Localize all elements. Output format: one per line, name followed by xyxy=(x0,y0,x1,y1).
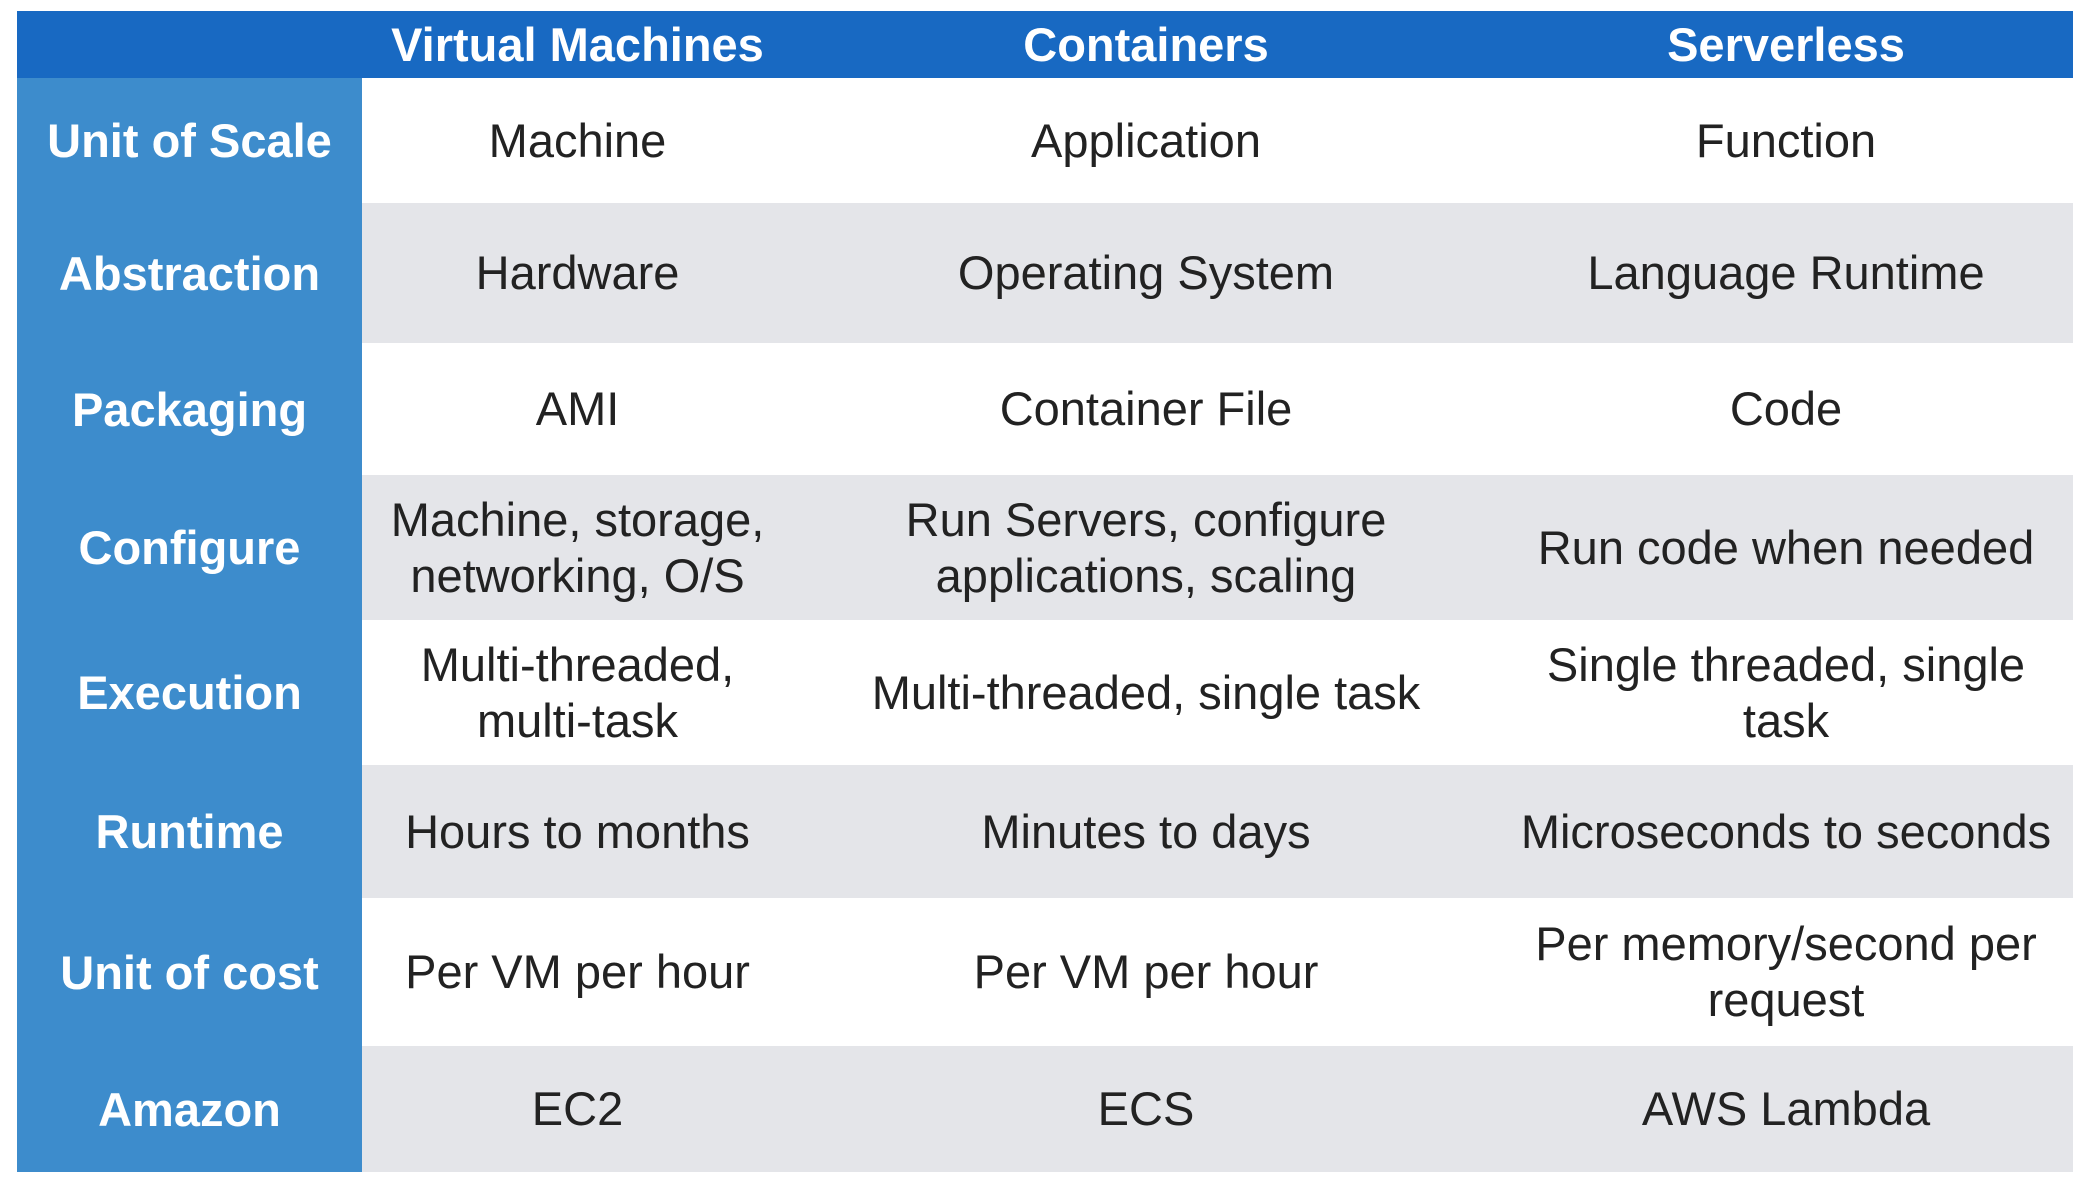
table-cell: Run Servers, configure applications, sca… xyxy=(793,475,1499,620)
table-cell: Machine, storage, networking, O/S xyxy=(362,475,793,620)
table-cell: Hours to months xyxy=(362,765,793,898)
row-label-runtime: Runtime xyxy=(17,765,362,898)
table-cell: Container File xyxy=(793,343,1499,475)
table-cell: Application xyxy=(793,78,1499,203)
table-cell: Language Runtime xyxy=(1499,203,2073,343)
table-cell: Per VM per hour xyxy=(793,898,1499,1046)
table-cell: Microseconds to seconds xyxy=(1499,765,2073,898)
table-cell: Minutes to days xyxy=(793,765,1499,898)
table-cell: AMI xyxy=(362,343,793,475)
table-cell: Multi-threaded, multi-task xyxy=(362,620,793,765)
table-cell: Run code when needed xyxy=(1499,475,2073,620)
table-cell: EC2 xyxy=(362,1046,793,1172)
comparison-table: Virtual Machines Containers Serverless U… xyxy=(17,11,2073,1172)
column-header-virtual-machines: Virtual Machines xyxy=(362,11,793,78)
row-label-abstraction: Abstraction xyxy=(17,203,362,343)
table-cell: Hardware xyxy=(362,203,793,343)
table-cell: Function xyxy=(1499,78,2073,203)
row-label-execution: Execution xyxy=(17,620,362,765)
table-cell: Per VM per hour xyxy=(362,898,793,1046)
row-label-amazon: Amazon xyxy=(17,1046,362,1172)
table-cell: Multi-threaded, single task xyxy=(793,620,1499,765)
column-header-containers: Containers xyxy=(793,11,1499,78)
table-cell: Code xyxy=(1499,343,2073,475)
table-cell: Per memory/second per request xyxy=(1499,898,2073,1046)
table-cell: Operating System xyxy=(793,203,1499,343)
column-header-serverless: Serverless xyxy=(1499,11,2073,78)
table-cell: Machine xyxy=(362,78,793,203)
row-label-packaging: Packaging xyxy=(17,343,362,475)
row-label-unit-of-scale: Unit of Scale xyxy=(17,78,362,203)
header-corner-cell xyxy=(17,11,362,78)
table-cell: ECS xyxy=(793,1046,1499,1172)
table-cell: Single threaded, single task xyxy=(1499,620,2073,765)
row-label-configure: Configure xyxy=(17,475,362,620)
row-label-unit-of-cost: Unit of cost xyxy=(17,898,362,1046)
table-cell: AWS Lambda xyxy=(1499,1046,2073,1172)
